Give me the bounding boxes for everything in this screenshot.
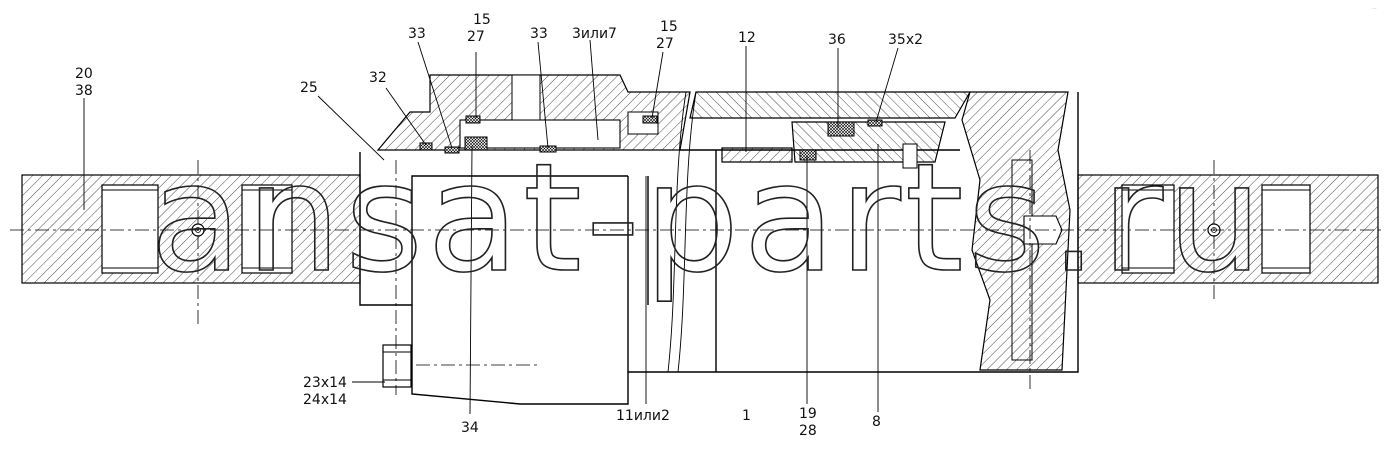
label-15-right: 15: [660, 19, 678, 35]
piston: [791, 119, 946, 169]
label-33-right: 33: [530, 26, 548, 42]
label-8: 8: [872, 414, 881, 430]
barrel-wall: [680, 91, 972, 163]
label-27-right: 27: [656, 36, 674, 52]
leader-lines: [83, 39, 899, 415]
part-labels: 20 38 25 32 33 15 27 33 3или7 15 27 12 3…: [75, 12, 923, 439]
center-lines: [10, 150, 1385, 395]
label-28: 28: [799, 423, 817, 439]
label-20: 20: [75, 66, 93, 82]
gland-block: [376, 74, 691, 154]
label-35x2: 35x2: [888, 32, 923, 48]
label-3-or-7: 3или7: [572, 26, 617, 42]
label-12: 12: [738, 30, 756, 46]
label-38: 38: [75, 83, 93, 99]
corner-mark: ...: [1372, 5, 1377, 11]
label-23x14: 23x14: [303, 375, 347, 391]
port-fitting: [382, 344, 412, 388]
label-32: 32: [369, 70, 387, 86]
label-33-left: 33: [408, 26, 426, 42]
label-34: 34: [461, 420, 479, 436]
label-15-left: 15: [473, 12, 491, 28]
label-11-or-2: 11или2: [616, 408, 670, 424]
label-24x14: 24x14: [303, 392, 347, 408]
cylinder-body: [359, 91, 1079, 405]
label-1: 1: [742, 408, 751, 424]
label-19: 19: [799, 406, 817, 422]
right-rod-eye: [1077, 174, 1379, 284]
label-36: 36: [828, 32, 846, 48]
watermark-text: ansat-parts.ru: [150, 132, 1266, 306]
label-27-left: 27: [467, 29, 485, 45]
label-25: 25: [300, 80, 318, 96]
left-rod-eye: [21, 174, 361, 284]
